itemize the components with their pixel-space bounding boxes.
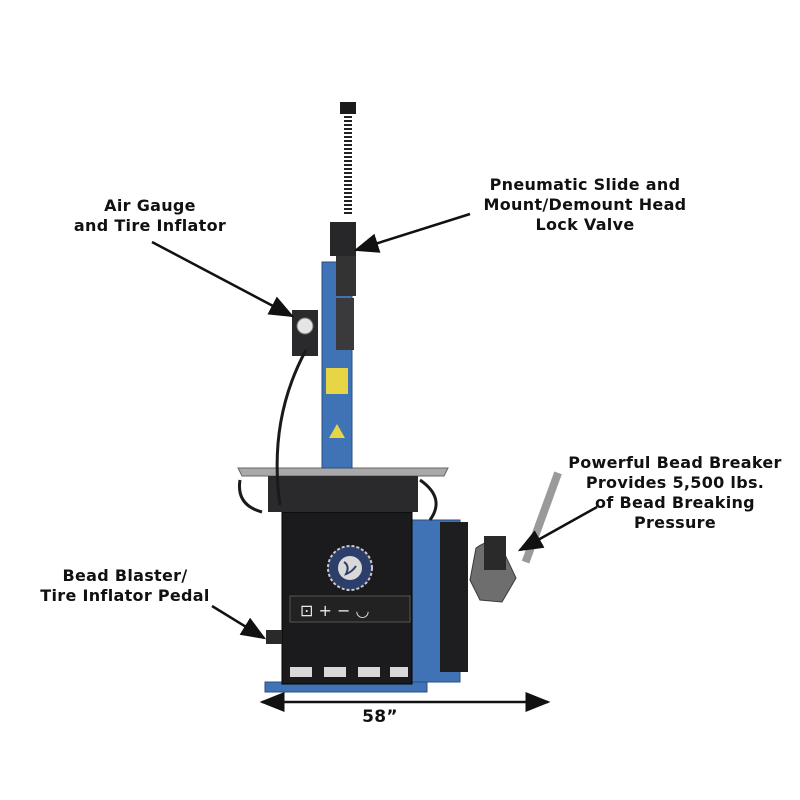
control-panel (289, 595, 411, 623)
callout-line: Provides 5,500 lbs. (585, 473, 765, 492)
caution-icon (329, 424, 345, 438)
callout-line: Mount/Demount Head (483, 195, 687, 214)
callout-line: Bead Blaster/ (62, 566, 188, 585)
callout-line: Pneumatic Slide and (489, 175, 681, 194)
callout-bead-breaker: Powerful Bead Breaker Provides 5,500 lbs… (555, 453, 795, 533)
callout-line: and Tire Inflator (73, 216, 227, 235)
gauge-icon (296, 317, 314, 335)
arrow-bead-breaker (517, 505, 598, 552)
pedal (390, 667, 408, 677)
callout-line: Air Gauge (104, 196, 196, 215)
bead-blaster-pedal (266, 630, 282, 644)
mount-head (330, 222, 356, 256)
callout-line: Powerful Bead Breaker (568, 453, 782, 472)
pedal (358, 667, 380, 677)
turntable-base (268, 476, 418, 512)
arrow-bead-blaster (211, 604, 267, 640)
pedal (324, 667, 346, 677)
globe-icon (338, 556, 362, 580)
callout-air-gauge: Air Gauge and Tire Inflator (60, 196, 240, 236)
lock-valve (336, 298, 354, 350)
callout-line: Tire Inflator Pedal (40, 586, 210, 605)
turntable (237, 467, 449, 477)
callout-line: Lock Valve (535, 215, 635, 234)
arrow-pneumatic (353, 212, 471, 253)
callout-line: Pressure (633, 513, 717, 532)
head-slide (336, 256, 356, 296)
width-dimension-label: 58” (362, 707, 398, 727)
machine: ⊡ + − ◡ (237, 102, 562, 693)
bead-breaker-blade (484, 536, 506, 570)
callout-pneumatic-slide: Pneumatic Slide and Mount/Demount Head L… (440, 175, 730, 235)
pedal (290, 667, 312, 677)
control-symbols: ⊡ + − ◡ (300, 601, 369, 620)
warning-label (326, 368, 348, 394)
side-panel (440, 522, 468, 672)
callout-bead-blaster: Bead Blaster/ Tire Inflator Pedal (20, 566, 230, 606)
callout-line: of Bead Breaking (595, 493, 755, 512)
arrow-air-gauge (151, 240, 295, 318)
